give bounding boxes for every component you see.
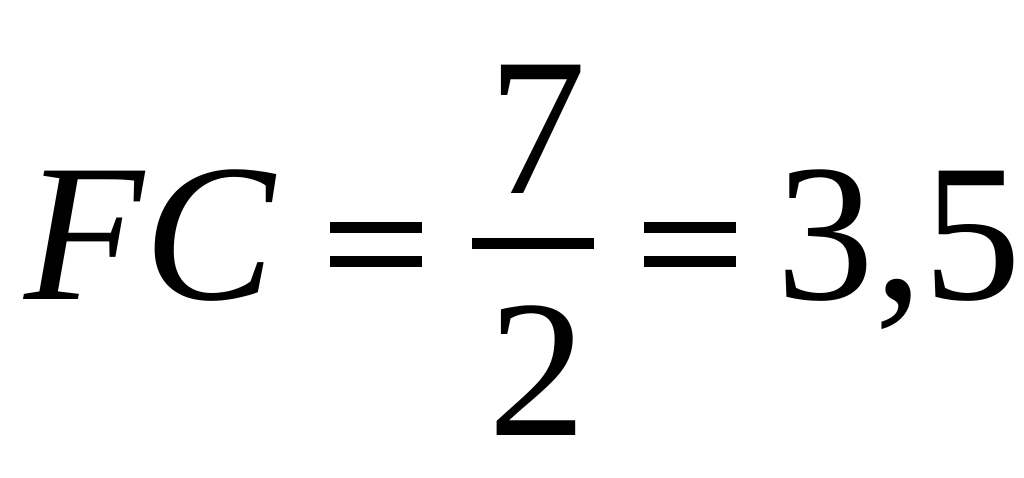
equals-sign-2-top: [644, 222, 736, 233]
fraction-denominator: 2: [488, 261, 586, 478]
equals-sign-1-top: [330, 222, 422, 233]
fraction-bar: [472, 238, 594, 249]
equals-sign-1-bottom: [330, 256, 422, 267]
formula-result: 3,5: [776, 125, 1021, 342]
formula-lhs: FC: [24, 125, 275, 342]
equals-sign-2-bottom: [644, 256, 736, 267]
fraction-numerator: 7: [488, 19, 586, 236]
